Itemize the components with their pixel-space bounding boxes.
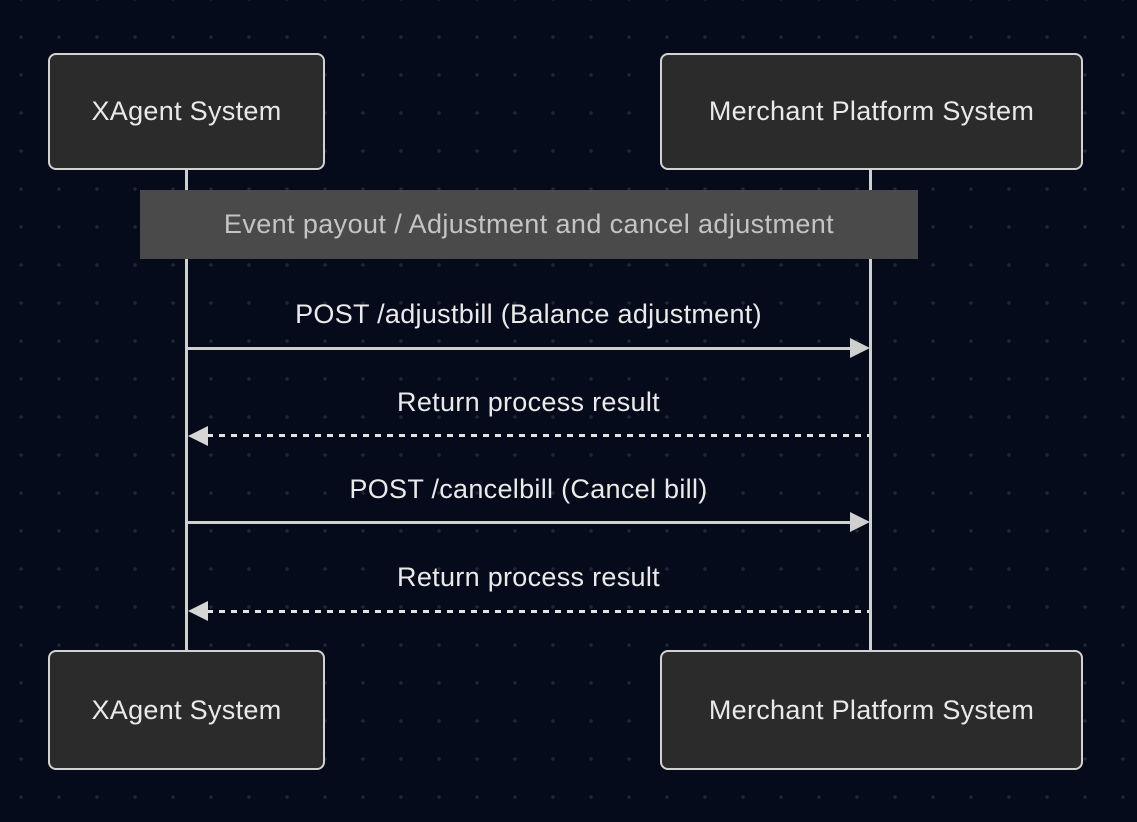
message-arrow-line	[188, 347, 851, 350]
actor-label: Merchant Platform System	[708, 694, 1035, 725]
arrowhead-right-icon	[850, 338, 870, 358]
actor-label: XAgent System	[91, 96, 282, 126]
message-label: Return process result	[397, 387, 660, 417]
lifeline-merchant	[869, 170, 872, 651]
message-arrow-line	[207, 610, 869, 613]
actor-label: XAgent System	[91, 694, 282, 725]
message-arrow-line	[207, 434, 869, 437]
actor-box-xagent-top: XAgent System	[48, 53, 325, 170]
arrowhead-right-icon	[850, 512, 870, 532]
section-banner-label: Event payout / Adjustment and cancel adj…	[223, 209, 835, 239]
actor-box-merchant-bottom: Merchant Platform System	[660, 650, 1083, 770]
message-arrow-line	[188, 521, 851, 524]
lifeline-xagent	[185, 170, 188, 651]
message-label: Return process result	[397, 562, 660, 592]
section-banner: Event payout / Adjustment and cancel adj…	[140, 190, 918, 259]
actor-label: Merchant Platform System	[708, 96, 1035, 126]
actor-box-xagent-bottom: XAgent System	[48, 650, 325, 770]
message-label: POST /adjustbill (Balance adjustment)	[295, 299, 762, 329]
arrowhead-left-icon	[188, 601, 208, 621]
actor-box-merchant-top: Merchant Platform System	[660, 53, 1083, 170]
message-label: POST /cancelbill (Cancel bill)	[349, 474, 708, 504]
arrowhead-left-icon	[188, 426, 208, 446]
